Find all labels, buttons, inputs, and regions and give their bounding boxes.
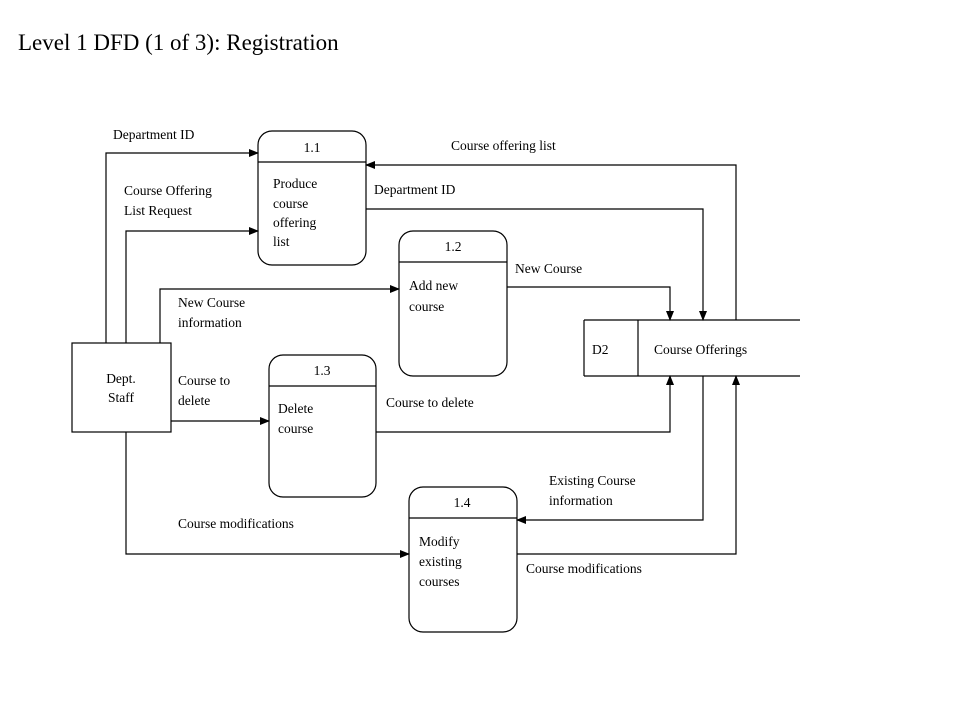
flow-label: Course to delete xyxy=(386,395,474,410)
process-label-line: course xyxy=(278,421,313,436)
flow-label: New Course xyxy=(515,261,582,276)
flow-existing-course-information xyxy=(516,376,704,524)
flow-course-to-delete-out xyxy=(376,375,674,433)
entity-label-line-1: Dept. xyxy=(106,371,136,386)
process-label-line: Add new xyxy=(409,278,458,293)
flow-label: delete xyxy=(178,393,210,408)
process-label-line: Delete xyxy=(278,401,313,416)
flow-label: Course modifications xyxy=(178,516,294,531)
flow-course-offering-list xyxy=(365,161,737,320)
flow-label: Department ID xyxy=(374,182,456,197)
entity-label-line-2: Staff xyxy=(108,390,135,405)
flow-course-modifications-in xyxy=(125,432,410,558)
process-label-line: existing xyxy=(419,554,462,569)
external-entity-dept-staff: Dept. Staff xyxy=(71,342,172,433)
process-id: 1.3 xyxy=(314,363,331,378)
flow-course-modifications-out xyxy=(517,375,740,555)
data-store-course-offerings: D2 Course Offerings xyxy=(583,319,800,377)
flow-label: Existing Course xyxy=(549,473,636,488)
process-label-line: course xyxy=(273,196,308,211)
flow-label: List Request xyxy=(124,203,192,218)
flow-label: Course offering list xyxy=(451,138,556,153)
process-label-line: Produce xyxy=(273,176,317,191)
flow-label: information xyxy=(178,315,242,330)
flow-new-course xyxy=(507,286,674,321)
flow-department-id-to-store xyxy=(366,208,707,321)
process-id: 1.2 xyxy=(445,239,462,254)
flow-label: information xyxy=(549,493,613,508)
flow-label: Course Offering xyxy=(124,183,212,198)
process-label-line: offering xyxy=(273,215,316,230)
flow-label: Department ID xyxy=(113,127,195,142)
process-id: 1.4 xyxy=(454,495,471,510)
flow-offering-list-request xyxy=(125,227,259,343)
process-1-1: 1.1 Produce course offering list xyxy=(257,130,367,266)
process-1-4: 1.4 Modify existing courses xyxy=(408,486,518,633)
process-1-2: 1.2 Add new course xyxy=(398,230,508,377)
data-store-id: D2 xyxy=(592,342,609,357)
process-1-3: 1.3 Delete course xyxy=(268,354,377,498)
flow-label: Course modifications xyxy=(526,561,642,576)
flow-department-id-in xyxy=(105,149,259,343)
process-id: 1.1 xyxy=(304,140,321,155)
page-title: Level 1 DFD (1 of 3): Registration xyxy=(18,30,339,55)
flow-new-course-information xyxy=(159,285,400,343)
flow-label: New Course xyxy=(178,295,245,310)
process-label-line: courses xyxy=(419,574,460,589)
process-label-line: Modify xyxy=(419,534,460,549)
process-label-line: course xyxy=(409,299,444,314)
process-label-line: list xyxy=(273,234,290,249)
data-store-name: Course Offerings xyxy=(654,342,747,357)
flow-label: Course to xyxy=(178,373,230,388)
